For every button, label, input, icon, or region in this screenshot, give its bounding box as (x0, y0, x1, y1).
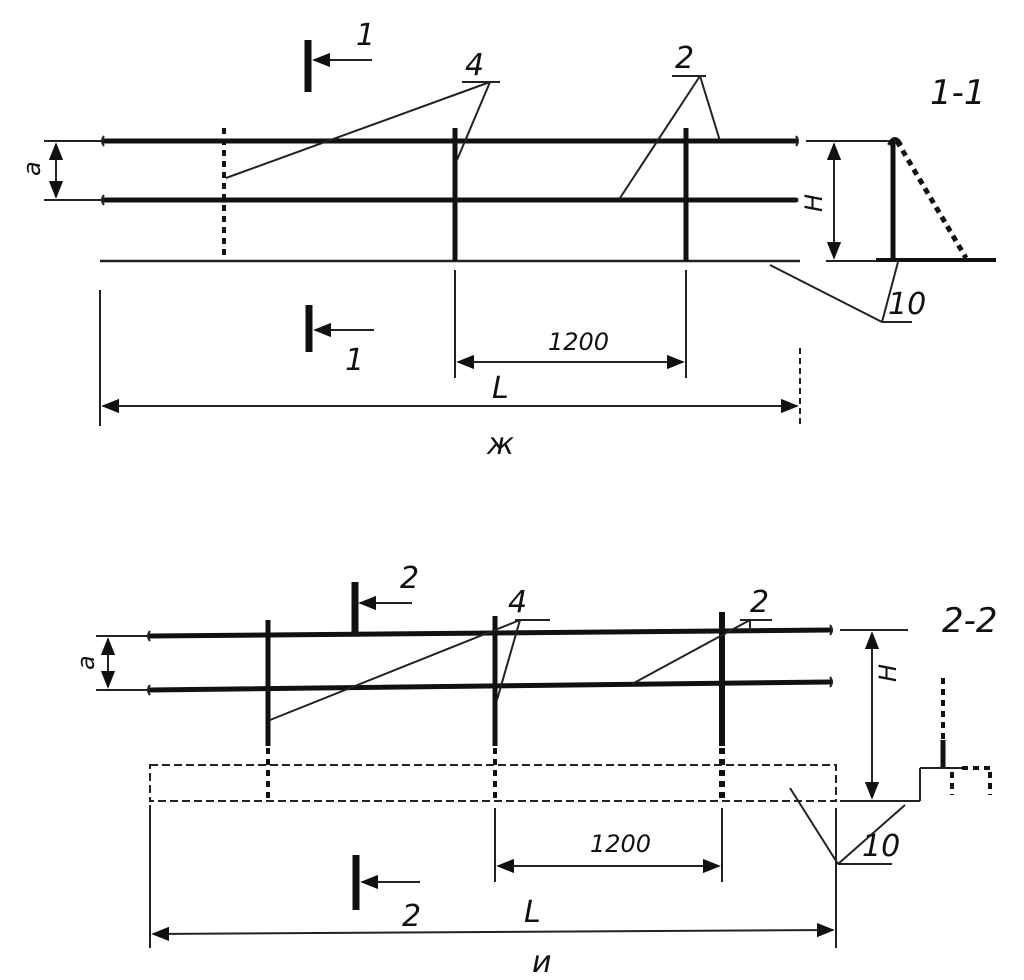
dimension-1200: 1200 (456, 328, 685, 370)
dimension-1200: 1200 (496, 830, 721, 874)
dim-total-label: и (532, 945, 552, 980)
dim-1200-label: 1200 (590, 830, 651, 858)
section-mark-label: 1 (356, 18, 375, 53)
section-title: 2-2 (942, 601, 998, 641)
dimension-a: a (18, 140, 104, 201)
dimension-total: и (151, 922, 835, 980)
section-cut-mark-top: 1 (304, 18, 375, 92)
leader-label-2: 2 (675, 41, 694, 76)
leader-posts: 4 (225, 48, 500, 179)
leader-posts: 4 (269, 585, 550, 721)
top-figure: 1 4 2 (18, 18, 996, 462)
dim-a-label: a (18, 161, 46, 176)
bottom-rail-lower (147, 679, 833, 693)
leader-rails: 2 (631, 585, 772, 685)
dim-total-label: ж (486, 427, 514, 462)
leader-base: 10 (769, 261, 926, 323)
section-mark-label: 1 (345, 343, 364, 378)
section-cut-mark-bottom: 2 (352, 855, 421, 934)
section-title: 1-1 (930, 73, 986, 113)
leader-rails: 2 (619, 41, 721, 199)
dimension-H: H (840, 629, 908, 802)
dim-1200-label: 1200 (548, 328, 609, 356)
dim-H-label: H (800, 194, 828, 212)
leader-label-2: 2 (750, 585, 769, 620)
dim-L-label: L (524, 895, 541, 930)
leader-base: 10 (789, 787, 906, 865)
section-cut-mark-top: 2 (351, 561, 419, 635)
dim-L-label: L (492, 371, 509, 406)
dimension-H: H (800, 140, 895, 262)
section-cut-mark-bottom: 1 (305, 305, 374, 378)
dimension-a: a (72, 635, 150, 691)
leader-label-10: 10 (888, 287, 926, 322)
dim-a-label: a (72, 655, 100, 670)
leader-label-10: 10 (862, 829, 900, 864)
dimension-total: ж (101, 398, 799, 462)
bottom-figure: 2 4 2 (72, 561, 998, 980)
leader-label-4: 4 (465, 48, 484, 83)
section-mark-label: 2 (400, 561, 419, 596)
section-2-2: 2-2 (900, 601, 998, 802)
leader-label-4: 4 (508, 585, 527, 620)
section-1-1: 1-1 (876, 73, 996, 262)
section-mark-label: 2 (402, 899, 421, 934)
dim-H-label: H (874, 664, 902, 682)
